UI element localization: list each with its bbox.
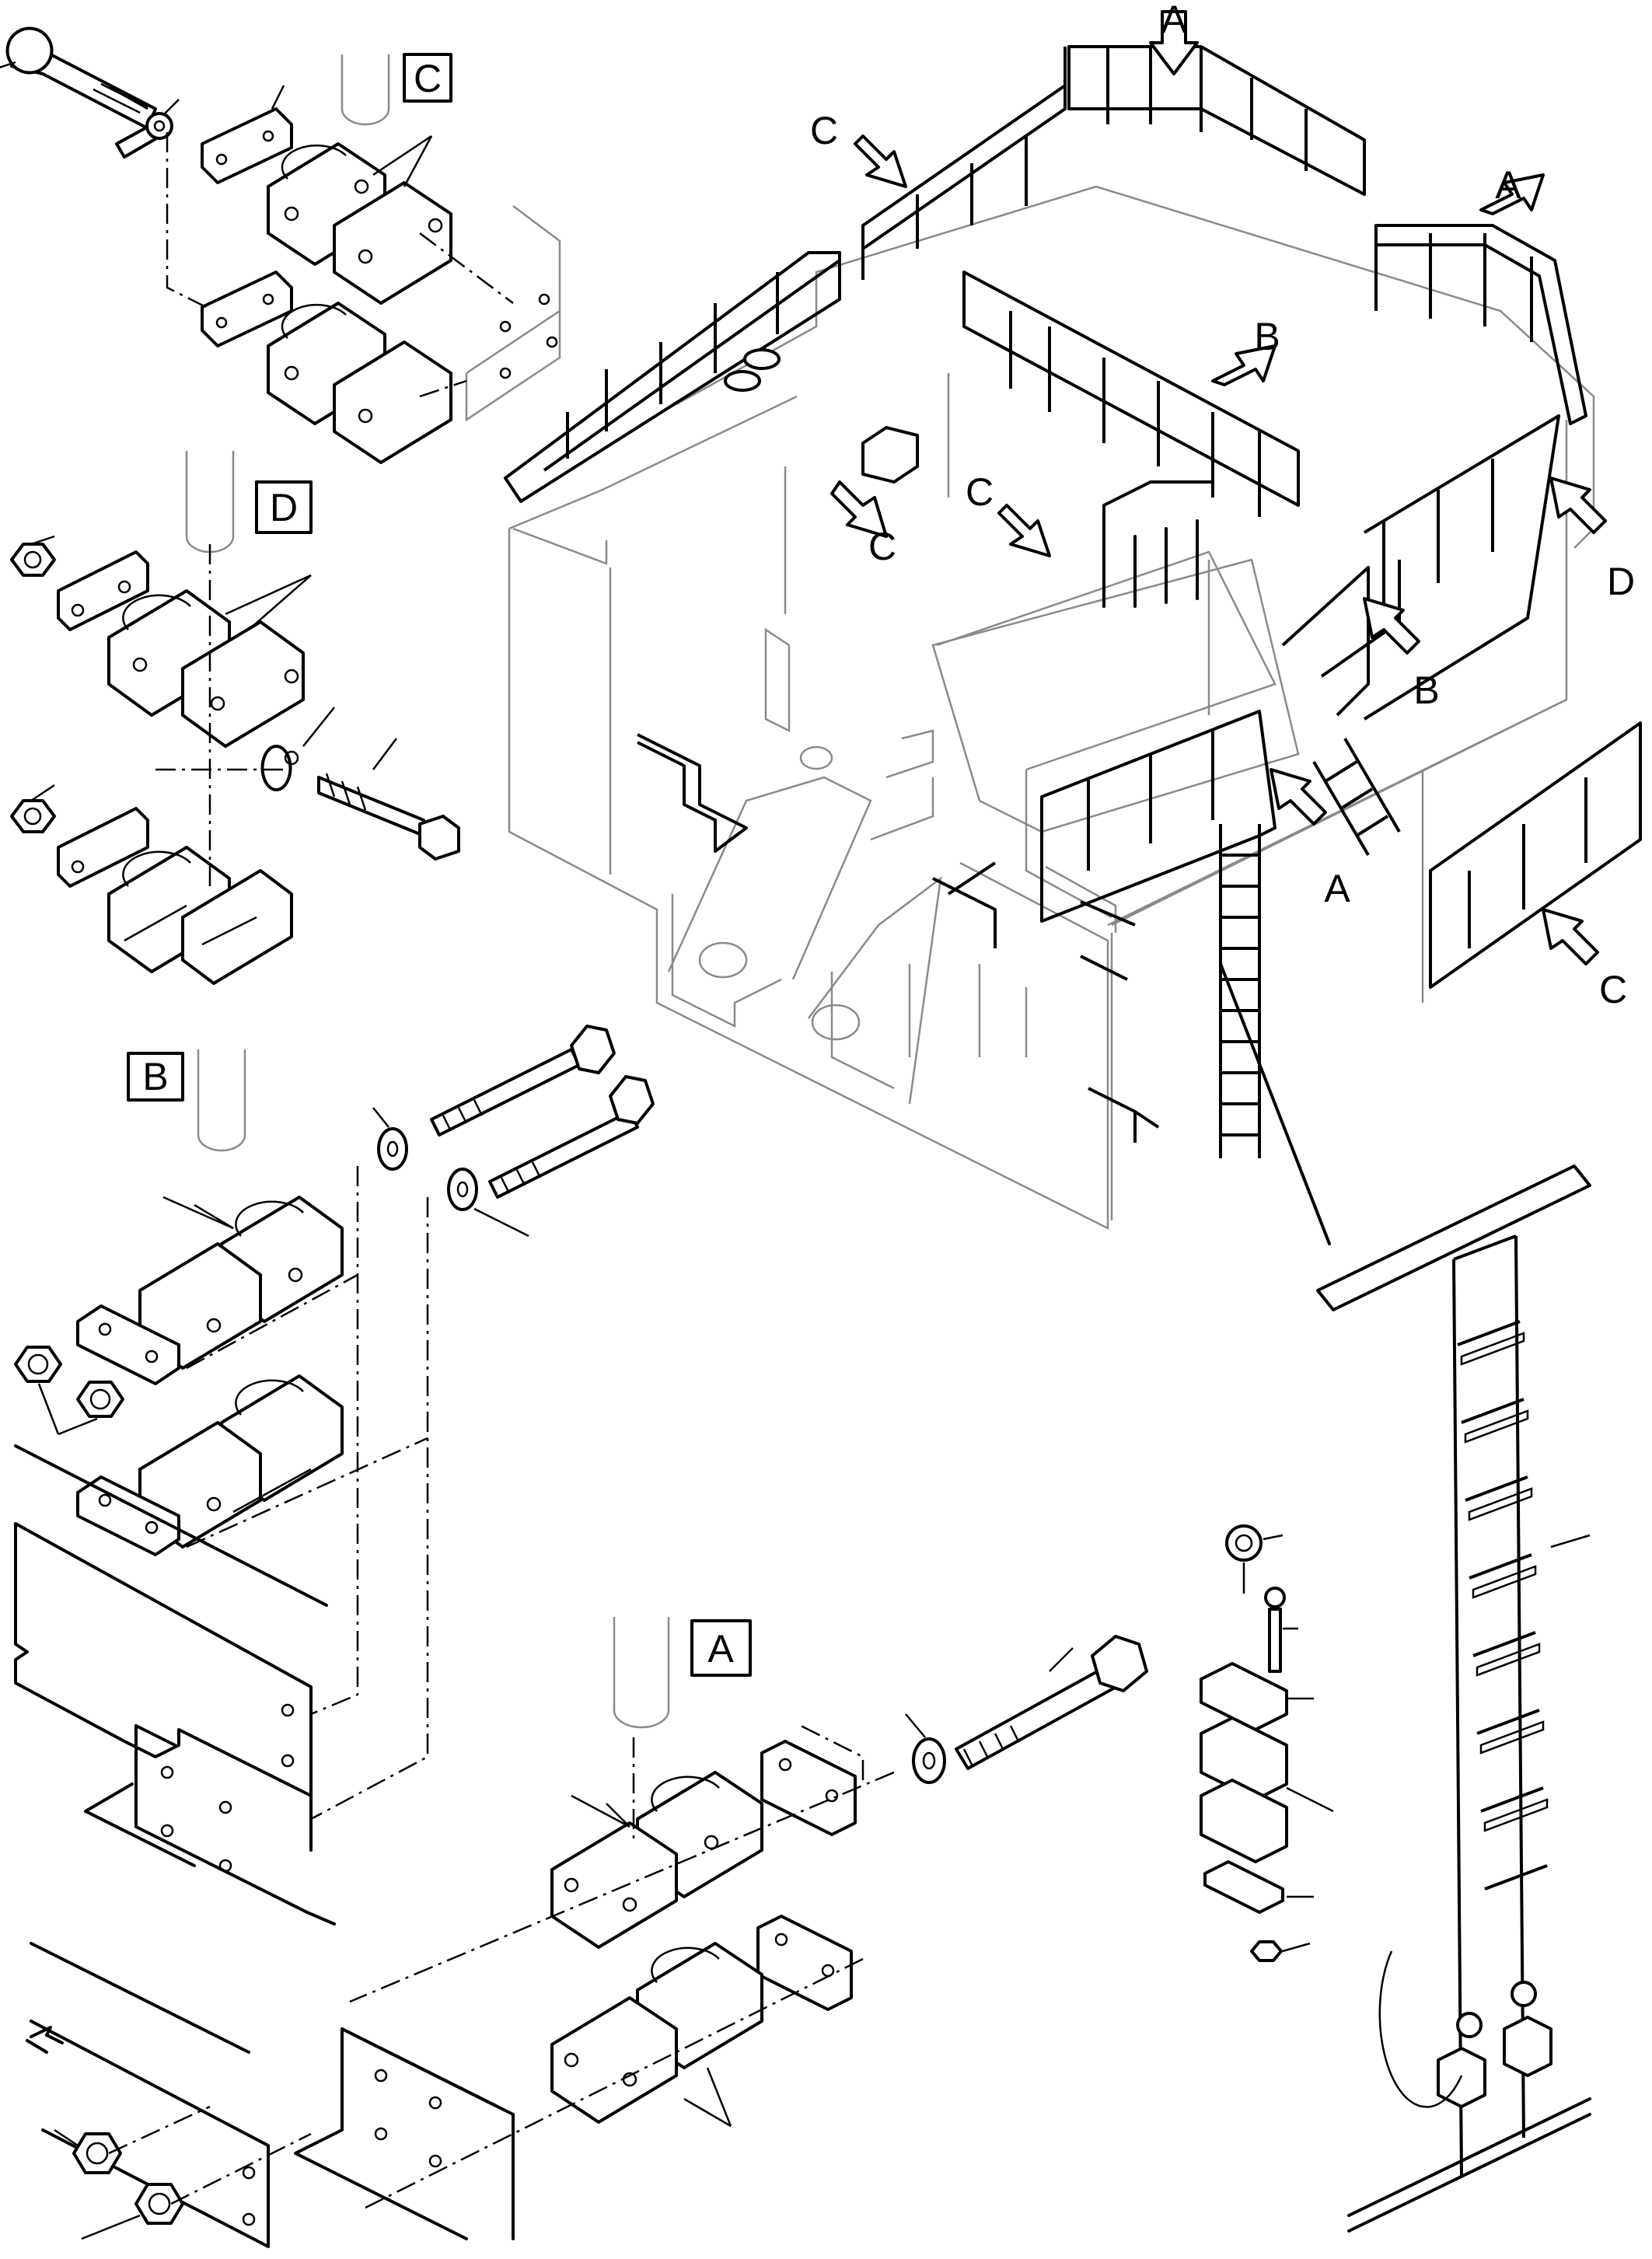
bolt <box>955 1635 1148 1770</box>
bolt <box>317 773 460 861</box>
callout-label: C <box>1599 968 1627 1011</box>
callout-label: B <box>1254 315 1280 358</box>
bolt <box>488 1075 655 1199</box>
clamp-plate <box>760 1740 857 1836</box>
arrow-up-left-icon <box>830 480 888 538</box>
clamp-plate <box>201 271 293 347</box>
callout-label: A <box>1161 0 1187 41</box>
hex-nut <box>14 1346 62 1383</box>
flat-washer <box>260 745 292 791</box>
arrow-up-left-icon <box>1549 477 1607 534</box>
hex-nut <box>72 2132 122 2174</box>
detail-d-label: D <box>270 486 298 529</box>
callout-arrows: A A A B B C C C C D <box>810 0 1635 1011</box>
callout-label: C <box>868 525 896 568</box>
arrow-down-left-icon <box>1479 173 1545 215</box>
main-assembly <box>504 45 1642 1245</box>
ladder-detail <box>1200 1164 1591 2233</box>
detail-c-group: C <box>0 26 561 464</box>
arrow-down-left-icon <box>1211 344 1277 386</box>
clamp-half <box>333 340 452 464</box>
callout-label: C <box>810 109 838 152</box>
detail-b-group: B <box>14 1025 655 1926</box>
callout-label: C <box>966 470 994 514</box>
hex-nut <box>10 784 56 833</box>
clamp-plate <box>201 107 293 184</box>
detail-a-label: A <box>707 1627 734 1671</box>
clamp-half <box>181 620 305 748</box>
callout-label: A <box>1495 163 1521 207</box>
arrow-down-right-icon <box>997 504 1051 557</box>
clamp-half <box>550 1821 678 1949</box>
hex-nut <box>76 1381 124 1418</box>
hex-nut <box>134 2183 184 2225</box>
clamp-half <box>333 181 452 305</box>
clamp-plate <box>57 807 149 888</box>
arrow-up-left-icon <box>1270 768 1327 826</box>
bracket-plate <box>14 1522 313 1797</box>
arrow-down-icon <box>1149 10 1199 75</box>
clamp-half <box>550 1996 678 2124</box>
callout-label: B <box>1413 669 1439 712</box>
clamp-plate <box>76 1475 180 1556</box>
detail-d-label-box <box>255 480 313 534</box>
hex-nut <box>10 535 56 577</box>
callout-label: A <box>1324 867 1350 910</box>
detail-a-group: A <box>26 1617 1148 2248</box>
detail-b-label-box <box>127 1052 184 1102</box>
detail-b-label: B <box>142 1055 168 1098</box>
detail-d-group: D <box>10 451 460 985</box>
flat-washer <box>377 1127 408 1171</box>
flat-washer <box>912 1737 946 1784</box>
detail-c-label: C <box>414 57 442 100</box>
clamp-plate <box>756 1915 853 2011</box>
arrow-down-right-icon <box>854 134 907 188</box>
flat-washer <box>447 1168 478 1211</box>
clamp-plate <box>57 550 149 631</box>
clamp-plate <box>76 1304 180 1385</box>
arrow-up-left-icon <box>1363 597 1420 655</box>
callout-label: D <box>1607 560 1635 603</box>
bolt <box>0 26 157 130</box>
detail-a-label-box <box>690 1619 752 1677</box>
arrow-up-left-icon <box>1542 908 1599 965</box>
detail-c-label-box <box>403 53 452 103</box>
bolt <box>430 1025 616 1136</box>
